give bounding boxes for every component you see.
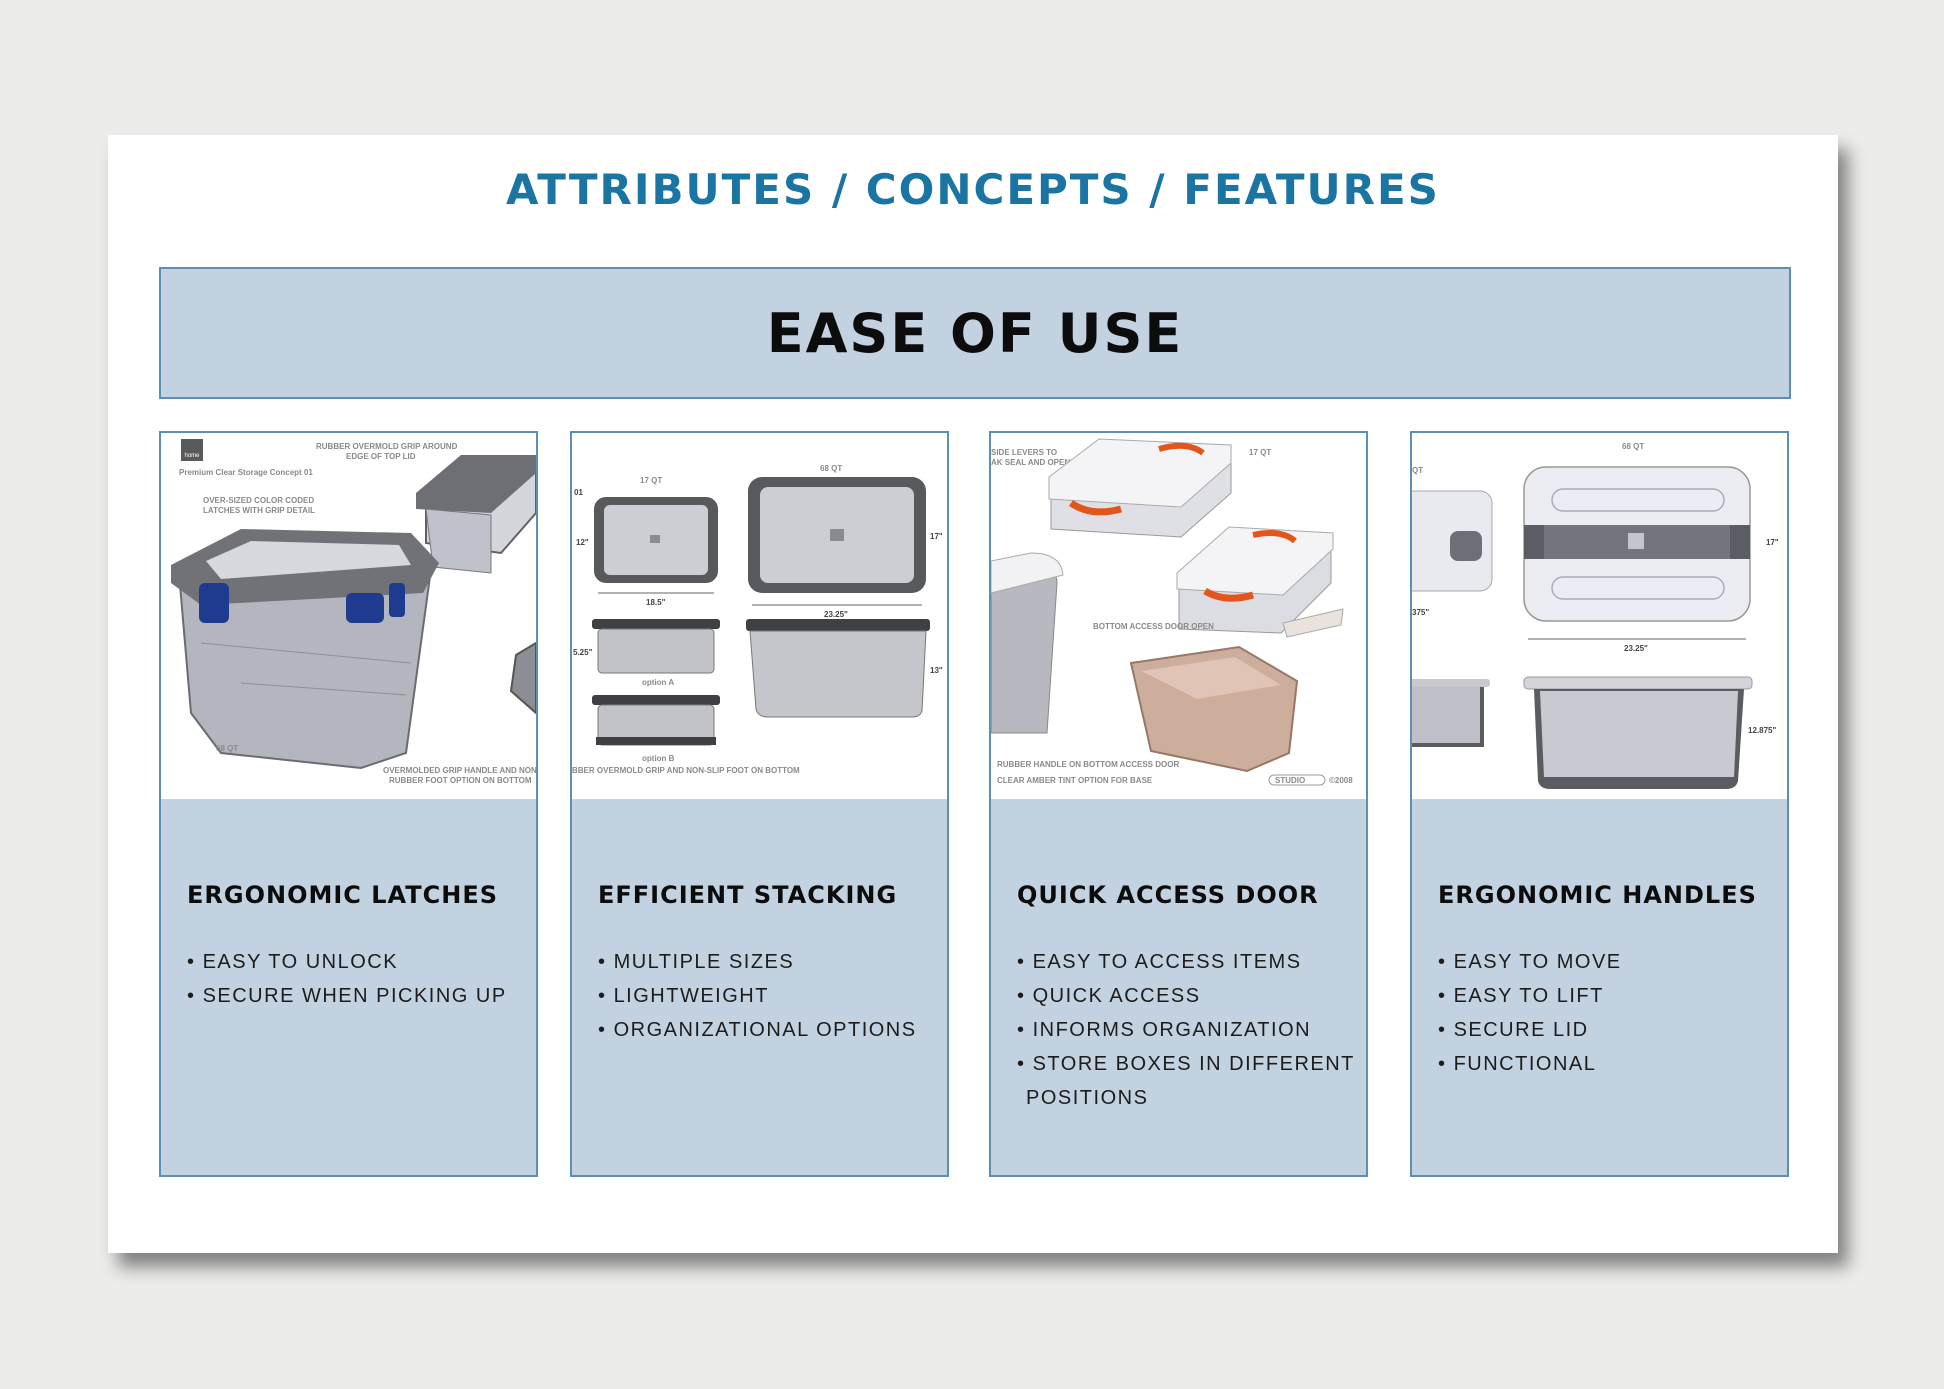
section-title: EASE OF USE [766,301,1184,365]
svg-text:12": 12" [576,538,589,547]
feature-bullet: • SECURE WHEN PICKING UP [187,985,507,1007]
svg-text:BOTTOM ACCESS DOOR OPEN: BOTTOM ACCESS DOOR OPEN [1093,622,1214,631]
feature-bullet: • EASY TO MOVE [1438,951,1622,973]
handle-boxes-illustration: 68 QT QT 375" 17" 23.25" [1412,442,1779,789]
svg-text:SIDE LEVERS TO: SIDE LEVERS TO [991,448,1057,457]
svg-text:RUBBER HANDLE ON BOTTOM ACCESS: RUBBER HANDLE ON BOTTOM ACCESS DOOR [997,760,1179,769]
feature-image-stacking: 17 QT 68 QT 01 12" 18.5" 17" 23.25" [572,433,947,799]
svg-text:17": 17" [1766,538,1779,547]
svg-text:RUBBER FOOT OPTION ON BOTTOM: RUBBER FOOT OPTION ON BOTTOM [389,776,532,785]
feature-card-quick-access-door: SIDE LEVERS TO AK SEAL AND OPEN 17 QT BO… [989,431,1368,1177]
svg-text:©2008: ©2008 [1329,776,1353,785]
feature-image-access-door: SIDE LEVERS TO AK SEAL AND OPEN 17 QT BO… [991,433,1366,799]
svg-text:OVER-SIZED COLOR CODED: OVER-SIZED COLOR CODED [203,496,314,505]
svg-text:5.25": 5.25" [573,648,593,657]
svg-text:18.5": 18.5" [646,598,666,607]
svg-text:17 QT: 17 QT [1249,448,1271,457]
feature-bullet-list: • EASY TO UNLOCK • SECURE WHEN PICKING U… [187,945,528,1013]
svg-text:option A: option A [642,678,674,687]
svg-text:QT: QT [1412,466,1423,475]
feature-bullet: • INFORMS ORGANIZATION [1017,1019,1312,1041]
feature-bullet: • EASY TO LIFT [1438,985,1604,1007]
svg-text:LATCHES WITH GRIP DETAIL: LATCHES WITH GRIP DETAIL [203,506,315,515]
svg-text:BBER OVERMOLD GRIP AND NON-SLI: BBER OVERMOLD GRIP AND NON-SLIP FOOT ON … [572,766,800,775]
feature-title: EFFICIENT STACKING [598,881,898,909]
feature-title: ERGONOMIC HANDLES [1438,881,1757,909]
feature-title: ERGONOMIC LATCHES [187,881,498,909]
feature-bullet: • EASY TO UNLOCK [187,951,399,973]
feature-title: QUICK ACCESS DOOR [1017,881,1319,909]
feature-bullet: • FUNCTIONAL [1438,1053,1597,1075]
feature-bullet-list: • EASY TO MOVE • EASY TO LIFT • SECURE L… [1438,945,1779,1081]
svg-text:17 QT: 17 QT [640,476,662,485]
svg-text:17": 17" [930,532,943,541]
feature-card-ergonomic-handles: 68 QT QT 375" 17" 23.25" [1410,431,1789,1177]
svg-text:OVERMOLDED GRIP HANDLE AND NON: OVERMOLDED GRIP HANDLE AND NON-S [383,766,536,775]
svg-text:Premium Clear Storage Concept: Premium Clear Storage Concept 01 [179,468,313,477]
svg-text:CLEAR AMBER TINT OPTION FOR BA: CLEAR AMBER TINT OPTION FOR BASE [997,776,1153,785]
page-title: ATTRIBUTES / CONCEPTS / FEATURES [506,165,1440,214]
feature-bullet: • EASY TO ACCESS ITEMS [1017,951,1302,973]
svg-text:23.25": 23.25" [1624,644,1648,653]
feature-image-handles: 68 QT QT 375" 17" 23.25" [1412,433,1787,799]
svg-text:13": 13" [930,666,943,675]
stacking-boxes-illustration: 17 QT 68 QT 01 12" 18.5" 17" 23.25" [572,464,943,775]
feature-bullet: • SECURE LID [1438,1019,1589,1041]
svg-text:68 QT: 68 QT [216,744,238,753]
access-door-boxes-illustration: SIDE LEVERS TO AK SEAL AND OPEN 17 QT BO… [991,438,1353,786]
section-banner: EASE OF USE [159,267,1791,399]
svg-text:375": 375" [1412,608,1429,617]
storage-box-latches-illustration: home Premium Clear Storage Concept 01 RU… [171,439,536,785]
svg-text:EDGE OF TOP LID: EDGE OF TOP LID [346,452,416,461]
feature-card-efficient-stacking: 17 QT 68 QT 01 12" 18.5" 17" 23.25" [570,431,949,1177]
svg-text:12.875": 12.875" [1748,726,1776,735]
svg-text:RUBBER OVERMOLD GRIP AROUND: RUBBER OVERMOLD GRIP AROUND [316,442,458,451]
feature-bullet: • MULTIPLE SIZES [598,951,795,973]
feature-card-ergonomic-latches: home Premium Clear Storage Concept 01 RU… [159,431,538,1177]
svg-text:AK SEAL AND OPEN: AK SEAL AND OPEN [991,458,1070,467]
feature-bullet-list: • EASY TO ACCESS ITEMS • QUICK ACCESS • … [1017,945,1358,1115]
feature-bullet: • LIGHTWEIGHT [598,985,769,1007]
svg-text:STUDIO: STUDIO [1275,776,1305,785]
slide: ATTRIBUTES / CONCEPTS / FEATURES EASE OF… [108,135,1838,1253]
svg-text:option B: option B [642,754,675,763]
feature-image-latches: home Premium Clear Storage Concept 01 RU… [161,433,536,799]
feature-bullet-list: • MULTIPLE SIZES • LIGHTWEIGHT • ORGANIZ… [598,945,939,1047]
feature-bullet: • ORGANIZATIONAL OPTIONS [598,1019,917,1041]
svg-text:01: 01 [574,488,583,497]
svg-text:68 QT: 68 QT [820,464,842,473]
svg-text:68 QT: 68 QT [1622,442,1644,451]
svg-text:home: home [184,453,200,459]
feature-bullet: • QUICK ACCESS [1017,985,1201,1007]
svg-text:23.25": 23.25" [824,610,848,619]
